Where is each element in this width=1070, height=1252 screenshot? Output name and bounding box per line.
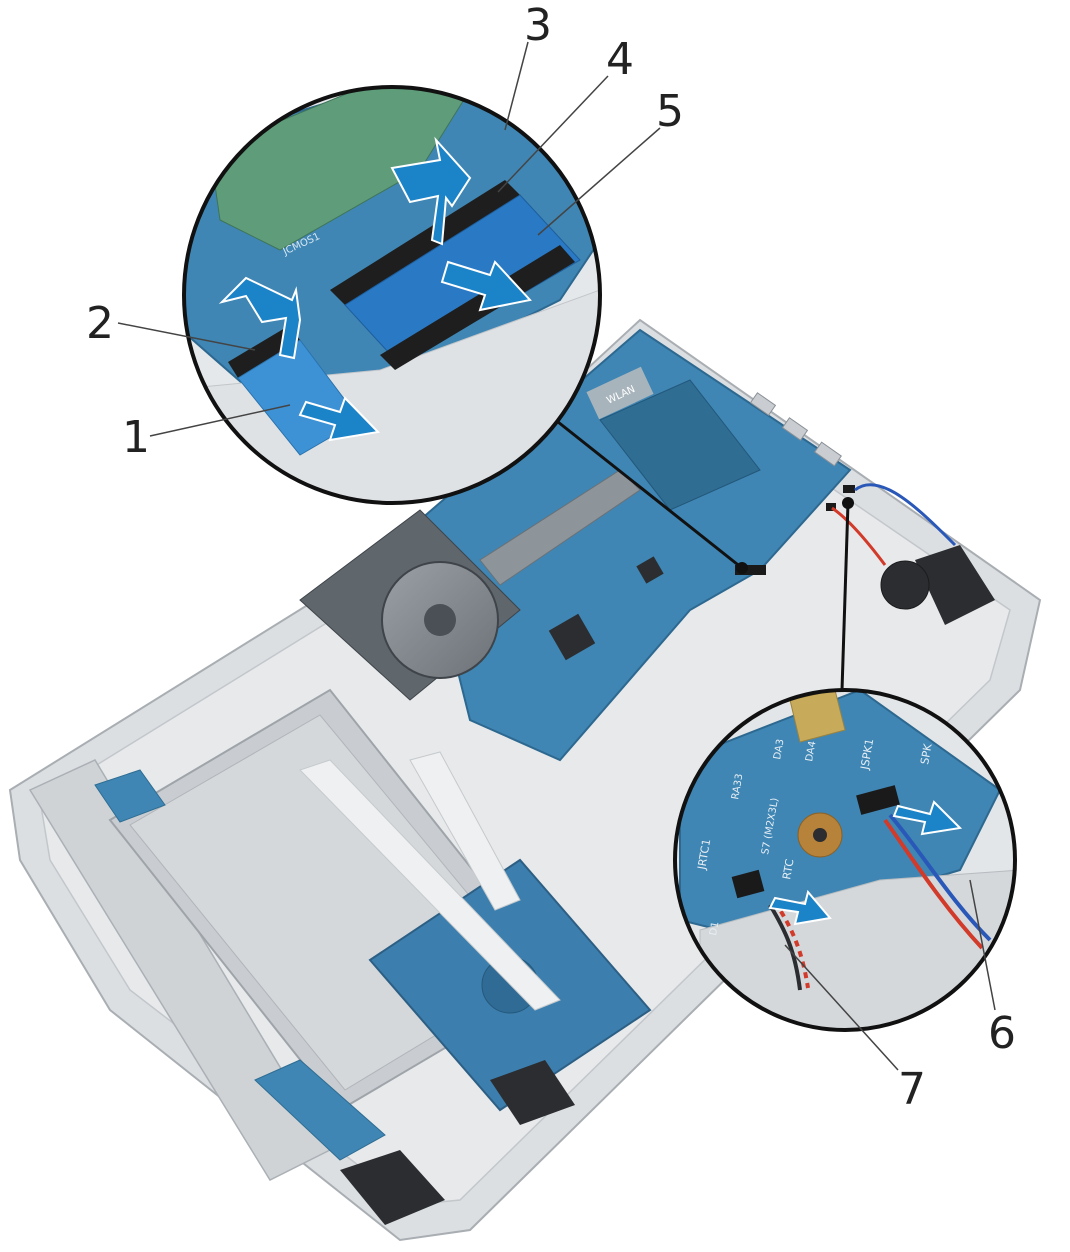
lift-arrow-io-latch-icon — [390, 136, 472, 246]
pull-arrow-touchpad-cable-icon — [298, 396, 381, 442]
controller-chip — [636, 556, 664, 584]
callout-4: 4 — [606, 34, 634, 85]
jrtc1-label: JRTC1 — [695, 838, 713, 872]
pull-arrow-rtc-icon — [768, 889, 832, 926]
rtc-battery-cable — [768, 903, 802, 991]
speaker-cable-main — [854, 483, 957, 547]
leader-bottom-inset — [840, 502, 850, 691]
leader-top-inset — [552, 416, 743, 570]
pull-arrow-io-cable-icon — [440, 260, 532, 312]
fan-hub — [424, 604, 456, 636]
callout-line-5 — [537, 127, 661, 236]
da4-label: DA4 — [804, 740, 818, 762]
rtc-cable-main — [831, 506, 887, 566]
chipset — [548, 613, 596, 661]
callout-line-7 — [784, 944, 899, 1071]
callout-line-2 — [117, 322, 256, 351]
lift-arrow-touchpad-latch-icon — [218, 276, 302, 360]
jspk1-label: JSPK1 — [858, 738, 876, 772]
ra3-label: RA33 — [730, 773, 745, 801]
usb-port-1 — [749, 392, 777, 416]
rtc-pad-center — [813, 828, 827, 842]
rtc-label: RTC — [780, 858, 796, 881]
callout-6: 6 — [988, 1008, 1016, 1059]
power-button-board — [94, 769, 166, 823]
board-connector-speaker — [843, 485, 855, 493]
inset-top-border — [182, 85, 602, 505]
io-board — [254, 1059, 386, 1161]
speaker-cable-connector — [856, 785, 900, 815]
memory-slot — [599, 379, 761, 511]
hdmi-port — [814, 441, 842, 467]
detail-inset-bottom: JSPK1 SPK JRTC1 RTC S7 (M2X3L) RA33 DA3 … — [673, 688, 1017, 1032]
pull-arrow-speaker-icon — [892, 800, 963, 836]
callouts: 1 2 3 4 5 6 7 — [86, 0, 1016, 1115]
inset-top-chassis — [184, 289, 600, 503]
palm-rest-assembly — [8, 318, 1042, 1242]
inset-leaders — [552, 416, 854, 691]
speaker-left — [340, 1150, 445, 1225]
callout-line-4 — [497, 75, 609, 193]
detail-inset-top: JCMOS1 — [182, 85, 602, 505]
da3-label: DA3 — [772, 738, 786, 760]
callout-5: 5 — [656, 86, 684, 137]
wlan-card — [586, 366, 654, 420]
flat-cable-hdd — [409, 751, 521, 911]
d1-label: D1 — [708, 921, 721, 937]
heat-pipe — [479, 469, 641, 586]
coin-cell-battery — [880, 560, 930, 610]
callout-line-3 — [504, 41, 529, 131]
callout-2: 2 — [86, 298, 114, 349]
inset-bottom-border — [673, 688, 1017, 1032]
board-connector-touchpad — [752, 565, 766, 575]
speaker-right — [915, 545, 995, 625]
speaker-cable-red — [883, 818, 984, 950]
speaker-cable — [888, 813, 992, 942]
io-board-cable-latch — [380, 245, 575, 370]
callout-line-6 — [969, 879, 996, 1011]
leader-top-dot — [736, 562, 748, 574]
speaker-bottom — [490, 1060, 575, 1125]
callout-line-1 — [149, 404, 291, 437]
callout-1: 1 — [122, 412, 150, 463]
callout-3: 3 — [524, 0, 552, 51]
flat-cable-touchpad — [299, 759, 561, 1011]
callout-7: 7 — [898, 1064, 926, 1115]
board-connector-rtc — [826, 503, 836, 511]
rtc-battery-cable-connector — [731, 869, 765, 899]
spk-label: SPK — [918, 742, 935, 766]
rtc-battery-cable-red — [773, 900, 810, 989]
io-board-cable-connector — [330, 180, 520, 305]
leader-bottom-dot — [842, 497, 854, 509]
usb-port-2 — [781, 417, 809, 441]
